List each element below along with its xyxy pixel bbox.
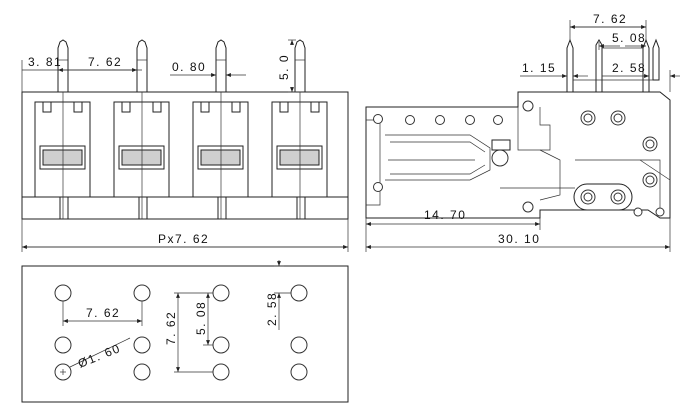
front-dim-pin-width: 0. 80 <box>172 60 206 74</box>
front-dim-pin-height: 5. 0 <box>277 54 291 80</box>
front-pins <box>57 39 306 93</box>
front-dim-edge-pitch: 3. 81 <box>28 55 62 69</box>
front-terminal-cells <box>34 101 328 220</box>
front-dim-total: Px7. 62 <box>158 232 209 246</box>
side-view: 7. 62 5. 08 1. 15 2. 58 14. 70 30. 10 <box>365 12 680 252</box>
pcb-dim-row-spacing: 5. 08 <box>194 301 208 335</box>
front-view: 3. 81 7. 62 0. 80 5. 0 Px7. 62 <box>21 39 349 252</box>
pcb-dim-row-span: 7. 62 <box>164 311 178 345</box>
side-dim-pin-span: 7. 62 <box>593 12 627 26</box>
side-pins <box>566 38 660 96</box>
pcb-dim-pitch: 7. 62 <box>86 306 120 320</box>
pcb-view: 7. 62 Ø1. 60 7. 62 5. 08 2. 58 <box>21 260 349 403</box>
pcb-holes <box>54 284 308 381</box>
side-dim-length: 30. 10 <box>498 232 540 246</box>
side-clamp <box>385 134 511 181</box>
front-dim-pitch: 7. 62 <box>88 55 122 69</box>
side-dim-pin-edge: 2. 58 <box>612 61 646 75</box>
side-dim-pin-offset: 1. 15 <box>522 61 556 75</box>
side-dim-pin-spacing: 5. 08 <box>612 31 646 45</box>
pcb-dim-offset: 2. 58 <box>265 292 279 326</box>
side-holes <box>373 100 665 217</box>
side-dim-inner: 14. 70 <box>424 208 466 222</box>
